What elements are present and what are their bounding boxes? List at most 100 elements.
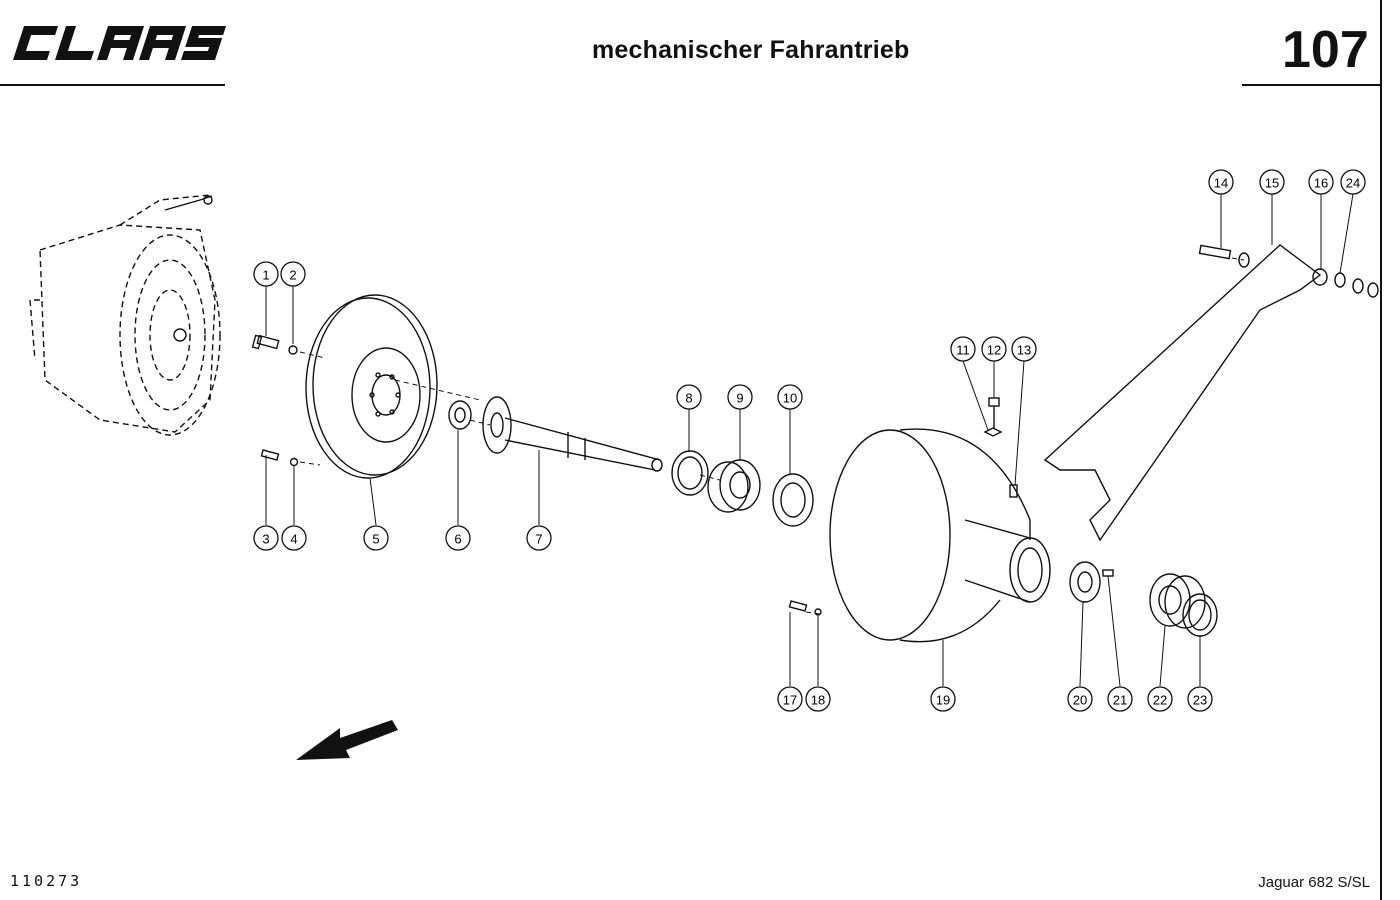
callout-circle xyxy=(777,686,803,712)
callout-label: 20 xyxy=(1073,693,1087,708)
callout-label: 2 xyxy=(289,268,296,283)
callout-5: 5 xyxy=(363,525,389,551)
page-number: 107 xyxy=(1282,21,1369,79)
callout-14: 14 xyxy=(1208,169,1234,195)
callout-6: 6 xyxy=(445,525,471,551)
callout-circle xyxy=(1147,686,1173,712)
callout-circle xyxy=(981,336,1007,362)
arrow-down-left-icon xyxy=(296,720,398,760)
callout-circle xyxy=(1107,686,1133,712)
part-24-washers xyxy=(1334,272,1379,298)
callout-label: 1 xyxy=(262,268,269,283)
drawing-number: 110273 xyxy=(10,872,83,890)
page-title: mechanischer Fahrantrieb xyxy=(592,36,910,64)
callout-label: 11 xyxy=(956,343,970,358)
callout-9: 9 xyxy=(727,384,753,410)
callout-21: 21 xyxy=(1107,686,1133,712)
callout-16: 16 xyxy=(1308,169,1334,195)
callout-19: 19 xyxy=(930,686,956,712)
callout-circle xyxy=(930,686,956,712)
callout-13: 13 xyxy=(1011,336,1037,362)
part-1-bolt xyxy=(251,334,280,350)
page-number-underline xyxy=(1242,84,1380,86)
part-10-shim-ring xyxy=(772,473,814,527)
callout-label: 5 xyxy=(372,532,379,547)
part-11-nut xyxy=(983,427,1003,437)
callout-label: 9 xyxy=(736,391,743,406)
part-20-hex-nut xyxy=(1069,561,1101,603)
part-19-drive-housing xyxy=(829,428,1051,643)
callout-label: 8 xyxy=(685,391,692,406)
callout-circle xyxy=(727,384,753,410)
part-5-drive-disc xyxy=(305,294,438,479)
logo-underline xyxy=(0,84,225,86)
callout-label: 14 xyxy=(1214,176,1228,191)
callout-circle xyxy=(1259,169,1285,195)
callout-2: 2 xyxy=(280,261,306,287)
frame-border-right xyxy=(1380,0,1382,900)
callout-label: 13 xyxy=(1017,343,1031,358)
part-13-pin xyxy=(1009,484,1018,498)
callout-18: 18 xyxy=(805,686,831,712)
callout-circle xyxy=(526,525,552,551)
callout-label: 6 xyxy=(454,532,461,547)
part-21-grub-screw xyxy=(1102,569,1114,577)
callout-7: 7 xyxy=(526,525,552,551)
callout-label: 15 xyxy=(1265,176,1279,191)
part-15-support-arm xyxy=(1043,244,1322,542)
callout-label: 7 xyxy=(535,532,542,547)
part-23-seal-ring xyxy=(1182,593,1218,637)
callout-circle xyxy=(1067,686,1093,712)
callout-1: 1 xyxy=(253,261,279,287)
callout-circle xyxy=(1340,169,1366,195)
gearbox-housing xyxy=(29,194,221,436)
callout-circle xyxy=(280,261,306,287)
part-4-washer xyxy=(289,457,299,467)
gearbox-output-flange xyxy=(173,328,187,342)
gearbox-linkage-pivot xyxy=(203,195,213,205)
callout-label: 19 xyxy=(936,693,950,708)
part-17-bolt xyxy=(788,600,808,612)
callout-label: 21 xyxy=(1113,693,1127,708)
callout-23: 23 xyxy=(1187,686,1213,712)
callout-circle xyxy=(805,686,831,712)
callout-label: 10 xyxy=(783,391,797,406)
callout-11: 11 xyxy=(950,336,976,362)
leader-lines xyxy=(265,193,1354,687)
gearbox-linkage xyxy=(164,195,213,211)
page-header: mechanischer Fahrantrieb 107 xyxy=(0,0,1400,90)
part-16-bushing xyxy=(1312,268,1328,286)
callout-20: 20 xyxy=(1067,686,1093,712)
callout-label: 23 xyxy=(1193,693,1207,708)
callout-17: 17 xyxy=(777,686,803,712)
callout-circle xyxy=(777,384,803,410)
claas-logo xyxy=(13,26,227,60)
callout-10: 10 xyxy=(777,384,803,410)
part-3-bolt xyxy=(260,449,280,461)
callout-circle xyxy=(363,525,389,551)
callout-label: 17 xyxy=(783,693,797,708)
callout-circle xyxy=(281,525,307,551)
part-8-seal-ring xyxy=(671,450,709,496)
part-7-input-shaft xyxy=(482,396,663,472)
callout-circle xyxy=(1208,169,1234,195)
callout-label: 22 xyxy=(1153,693,1167,708)
callout-label: 12 xyxy=(987,343,1001,358)
callout-label: 16 xyxy=(1314,176,1328,191)
assembly-lines xyxy=(299,257,1245,615)
model-designation: Jaguar 682 S/SL xyxy=(1258,874,1370,891)
callout-8: 8 xyxy=(676,384,702,410)
callout-circle xyxy=(676,384,702,410)
callout-circle xyxy=(1011,336,1037,362)
part-9-ball-bearing xyxy=(707,459,761,513)
callout-circle xyxy=(445,525,471,551)
callout-label: 24 xyxy=(1346,176,1360,191)
part-14-bolt xyxy=(1198,244,1250,268)
callout-24: 24 xyxy=(1340,169,1366,195)
callout-label: 4 xyxy=(290,532,297,547)
callout-circle xyxy=(253,261,279,287)
callout-15: 15 xyxy=(1259,169,1285,195)
part-2-washer xyxy=(288,345,298,355)
callout-3: 3 xyxy=(253,525,279,551)
